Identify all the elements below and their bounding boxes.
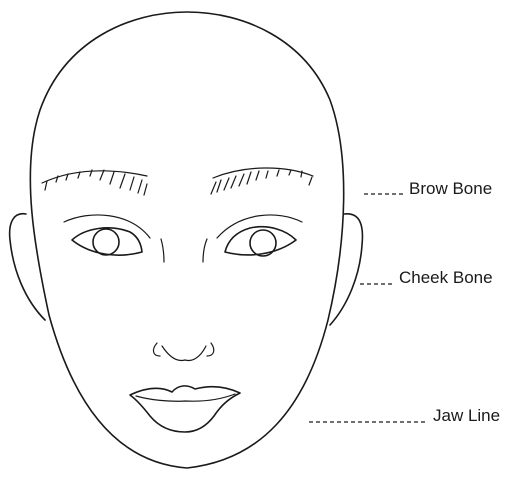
right-eyebrow	[211, 168, 313, 194]
cheek-bone-label: Cheek Bone	[399, 268, 493, 288]
nose-bridge-left	[161, 239, 164, 262]
left-lid-crease	[64, 215, 150, 238]
right-eye	[225, 227, 296, 256]
left-eye	[72, 228, 142, 255]
left-eyebrow	[42, 170, 147, 195]
brow-bone-label: Brow Bone	[409, 179, 492, 199]
jaw-line-label: Jaw Line	[433, 406, 500, 426]
nose	[153, 343, 213, 360]
nose-bridge-right	[203, 239, 207, 262]
lips	[130, 386, 240, 432]
right-ear	[330, 214, 362, 325]
